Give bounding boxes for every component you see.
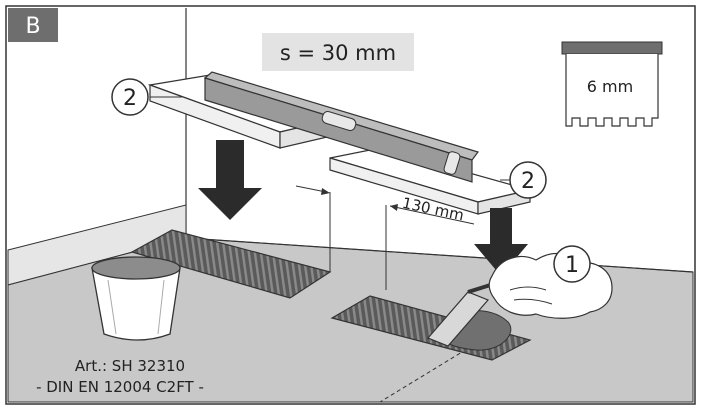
spirit-level [203,71,479,183]
callout-1-label: 1 [565,253,579,278]
panel-badge [8,8,58,42]
panel-label: B [25,14,40,39]
down-arrow-left [198,140,262,220]
article-number: Art.: SH 32310 [75,357,185,375]
dimension-line [389,205,475,225]
diagram-frame [5,5,696,405]
callout-2-left-label: 2 [123,86,137,111]
laid-tile-left [130,229,332,299]
spacing-label: s = 30 mm [280,41,396,65]
callout-1 [553,245,591,283]
callout-2-right [500,161,547,199]
callout-2-right-label: 2 [521,169,535,194]
dimension-arrowhead-left [321,188,330,195]
floor-wall-edge [185,237,694,273]
trowel-notch-icon [561,41,663,127]
trowel-notch-label: 6 mm [587,77,633,96]
dimension-arrowhead-right [390,204,398,211]
callout-2-left [111,78,182,116]
dimension-mark [295,185,327,193]
adhesive-bucket [91,256,181,341]
standard-line: - DIN EN 12004 C2FT - [36,378,204,396]
spacing-label-box [262,33,414,71]
